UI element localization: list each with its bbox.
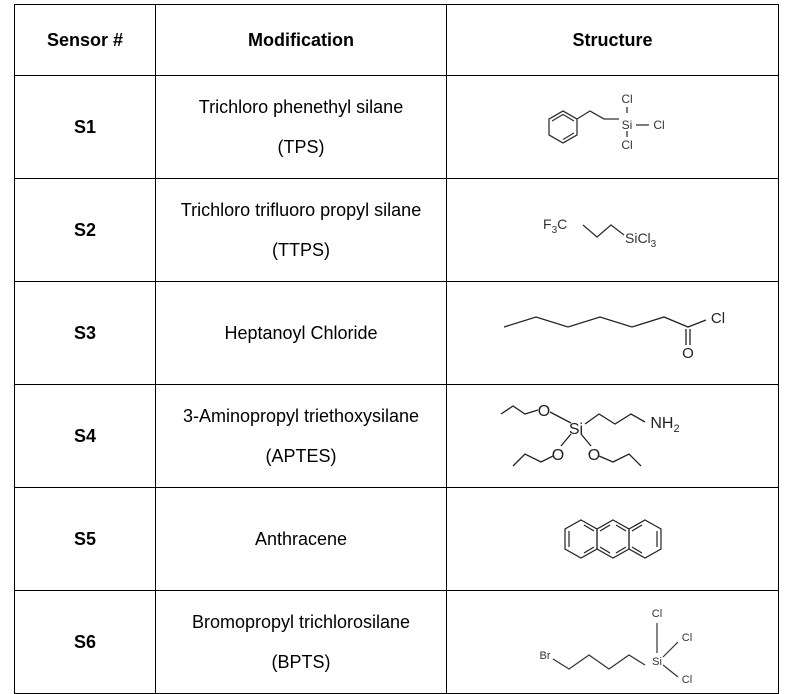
table-row: S4 3-Aminopropyl triethoxysilane (APTES)… [14, 384, 779, 488]
structure-cell: Si Cl Cl Cl [446, 75, 779, 179]
modification-cell: 3-Aminopropyl triethoxysilane (APTES) [155, 384, 447, 488]
table-row: S3 Heptanoyl Chloride Cl O [14, 281, 779, 385]
modification-cell: Heptanoyl Chloride [155, 281, 447, 385]
sensor-id: S2 [14, 178, 156, 282]
structure-cell: F3C SiCl3 [446, 178, 779, 282]
svg-text:Cl: Cl [710, 310, 724, 327]
svg-text:Cl: Cl [621, 138, 632, 152]
svg-text:Cl: Cl [681, 674, 691, 686]
svg-text:O: O [682, 345, 694, 362]
header-modification: Modification [155, 4, 447, 76]
structure-bpts: Br Si Cl Cl Cl [539, 608, 692, 686]
modification-name: 3-Aminopropyl triethoxysilane [182, 406, 420, 426]
svg-text:O: O [537, 403, 549, 420]
svg-text:F3C: F3C [543, 216, 567, 236]
svg-text:O: O [551, 447, 563, 464]
svg-text:Si: Si [568, 421, 582, 438]
structure-tps: Si Cl Cl Cl [547, 92, 664, 152]
svg-text:Cl: Cl [681, 632, 691, 644]
sensor-table: Sensor # Modification Structure S1 Trich… [14, 4, 779, 694]
modification-abbr: (TPS) [277, 137, 325, 157]
modification-cell: Trichloro phenethyl silane (TPS) [155, 75, 447, 179]
svg-text:Si: Si [652, 656, 662, 668]
table-row: S5 Anthracene [14, 487, 779, 591]
structure-cell: Cl O [446, 281, 779, 385]
svg-text:O: O [587, 447, 599, 464]
table-row: S1 Trichloro phenethyl silane (TPS) Si C… [14, 75, 779, 179]
structure-cell [446, 487, 779, 591]
sensor-id: S4 [14, 384, 156, 488]
sensor-id: S6 [14, 590, 156, 694]
modification-cell: Trichloro trifluoro propyl silane (TTPS) [155, 178, 447, 282]
structure-aptes: O Si NH2 O O [500, 403, 679, 467]
svg-text:Br: Br [539, 650, 550, 662]
modification-name: Trichloro trifluoro propyl silane [180, 200, 422, 220]
modification-cell: Anthracene [155, 487, 447, 591]
structure-cell: O Si NH2 O O [446, 384, 779, 488]
structure-anthracene [563, 519, 662, 559]
header-row: Sensor # Modification Structure [14, 4, 779, 76]
header-sensor: Sensor # [14, 4, 156, 76]
svg-text:Cl: Cl [653, 118, 664, 132]
svg-text:SiCl3: SiCl3 [625, 230, 657, 250]
table-row: S6 Bromopropyl trichlorosilane (BPTS) Br… [14, 590, 779, 694]
modification-name: Heptanoyl Chloride [224, 323, 378, 343]
modification-abbr: (APTES) [265, 446, 337, 466]
svg-text:Cl: Cl [621, 92, 632, 106]
sensor-id: S5 [14, 487, 156, 591]
modification-name: Trichloro phenethyl silane [198, 97, 404, 117]
sensor-id: S1 [14, 75, 156, 179]
svg-text:Si: Si [621, 118, 632, 132]
structure-ttps: F3C SiCl3 [543, 216, 657, 250]
header-structure: Structure [446, 4, 779, 76]
svg-text:NH2: NH2 [650, 415, 679, 435]
table-row: S2 Trichloro trifluoro propyl silane (TT… [14, 178, 779, 282]
modification-name: Anthracene [254, 529, 348, 549]
structure-cell: Br Si Cl Cl Cl [446, 590, 779, 694]
modification-abbr: (TTPS) [272, 240, 330, 260]
structure-heptanoyl-chloride: Cl O [503, 310, 725, 362]
svg-text:Cl: Cl [651, 608, 661, 620]
sensor-id: S3 [14, 281, 156, 385]
modification-cell: Bromopropyl trichlorosilane (BPTS) [155, 590, 447, 694]
modification-abbr: (BPTS) [271, 652, 331, 672]
modification-name: Bromopropyl trichlorosilane [191, 612, 411, 632]
